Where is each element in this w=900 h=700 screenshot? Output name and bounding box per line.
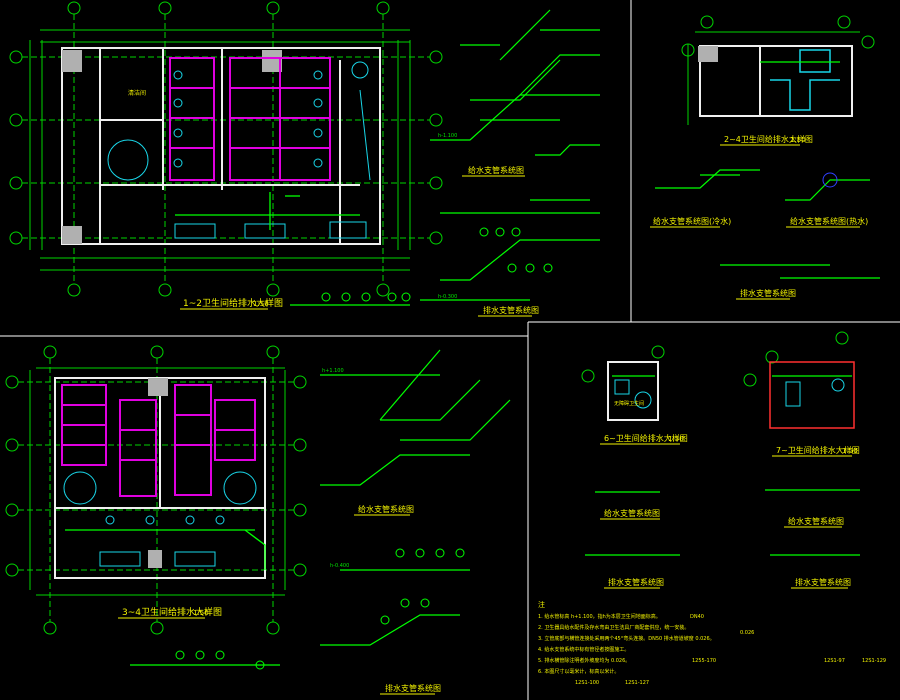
plan-2-supply-title: 给水支管系统图(冷水): [653, 216, 731, 226]
plan-1-title: 1~2卫生间给排水大样图: [183, 297, 283, 309]
plan-2-hot-title: 给水支管系统图(热水): [790, 216, 868, 226]
plan-1-fixtures: [107, 61, 371, 239]
note-line: 2. 卫生器具给水配件及存水弯由卫生洁具厂商配套供应，统一安装。: [538, 624, 689, 631]
plan-1-drain-title: 排水支管系统图: [483, 305, 539, 315]
plan-1-drain-fixture-circles: [321, 227, 553, 302]
elevation-tag: h-0.400: [330, 563, 349, 569]
elevation-tag: h+1.100: [322, 368, 344, 374]
plan-6-supply-title: 给水支管系统图: [604, 508, 660, 518]
plan-2-drain-title: 排水支管系统图: [740, 288, 796, 298]
plan-2-hot-water-marker: [822, 172, 838, 188]
plan-3-title: 3~4卫生间给排水大样图: [122, 606, 222, 618]
plan-1-grid-bubbles: [9, 1, 443, 297]
plan-7-drain-title: 排水支管系统图: [795, 577, 851, 587]
note-ref: 12S1-100: [575, 680, 599, 686]
plan-7-title: 7~卫生间给排水大样图: [776, 445, 860, 455]
plan-2-fixtures: [770, 49, 840, 111]
plan-7-grid-bubble: [743, 373, 757, 387]
plan-7-grid-bubble: [835, 331, 849, 345]
plan-3-stall-partitions: [61, 384, 256, 497]
plan-3-drain-fixture-circles: [175, 548, 465, 670]
note-line: 3. 立管底部与横管连接处采用两个45°弯头连接。DN50 排水管道坡度 0.0…: [538, 635, 715, 642]
plan-7-supply-title: 给水支管系统图: [788, 516, 844, 526]
note-ref: DN40: [690, 614, 704, 620]
note-line: 5. 排水横管除注明者外坡度均为 0.026。: [538, 657, 630, 664]
plan-2-grid-bubbles: [681, 15, 875, 125]
plan-3-fixtures: [63, 471, 257, 567]
plan-7-isometrics: [765, 489, 860, 556]
note-ref: 12S1-97: [824, 658, 845, 664]
plan-3-floor-plan: 3~4卫生间给排水大样图 1:50: [5, 345, 307, 635]
plan-3-pipes: [65, 529, 266, 570]
note-line: 4. 给水支管系统中标有管径者按图施工。: [538, 646, 629, 653]
note-ref: 1255-170: [692, 658, 716, 664]
plan-3-supply-isometric: [320, 349, 511, 486]
plan-3-columns: [148, 378, 168, 568]
plan-6-grid-bubble: [581, 369, 595, 383]
plan-1-dimension-lines: [29, 29, 411, 271]
elevation-tag: h-1.100: [438, 133, 457, 139]
note-ref: 12S1-127: [625, 680, 649, 686]
plan-7-grid-bubble: [765, 350, 779, 364]
plan-6-drain-title: 排水支管系统图: [608, 577, 664, 587]
plan-1-floor-plan: 清洁间 1~2卫生间给排水大样图 1:50: [9, 1, 443, 310]
plan-7-scale: 1:50: [842, 447, 858, 455]
plan-1-pipes: [175, 192, 360, 230]
plan-1-supply-isometric: [430, 9, 600, 156]
plan-7-fixtures: [785, 378, 845, 407]
plan-2-title: 2~4卫生间给排水大样图: [724, 134, 813, 144]
plan-3-supply-title: 给水支管系统图: [358, 504, 414, 514]
plan-6-floor-plan: 无障碍卫生间 6~卫生间给排水大样图 1:50: [581, 345, 688, 445]
plan-3-scale: 1:50: [193, 609, 209, 617]
plan-6-walls: [607, 361, 659, 421]
plan-6-isometrics: [585, 491, 680, 556]
plan-6-room-label: 无障碍卫生间: [614, 400, 644, 407]
plan-6-scale: 1:50: [668, 435, 684, 443]
plan-1-walls: [61, 47, 381, 245]
plan-2-walls: [699, 45, 853, 117]
note-line: 1. 给水管标高 h+1.100，指h为本层卫生间地面标高。: [538, 613, 661, 620]
note-line: 6. 本图尺寸以毫米计，标高以米计。: [538, 668, 619, 675]
plan-6-grid-bubble: [651, 345, 665, 359]
plan-3-drain-isometric: [130, 569, 470, 666]
plan-1-columns: [62, 50, 282, 244]
plan-3-drain-title: 排水支管系统图: [385, 683, 441, 693]
plan-2-scale: 1:50: [790, 136, 806, 144]
plan-1-drain-isometric: [290, 199, 600, 306]
note-ref: 12S1-129: [862, 658, 886, 664]
plan-2-supply-isometric: [655, 169, 880, 279]
plan-1-stall-partitions: [169, 57, 331, 181]
elevation-tag: h-0.300: [438, 294, 457, 300]
plan-7-walls: [769, 361, 855, 429]
plan-1-room-label: 清洁间: [128, 89, 146, 97]
plan-6-title: 6~卫生间给排水大样图: [604, 433, 688, 443]
note-ref: 0.026: [740, 630, 754, 636]
plan-1-scale: 1:50: [253, 300, 269, 308]
notes-heading: 注: [538, 600, 545, 609]
plan-2-column: [698, 46, 718, 62]
plan-3-walls: [54, 377, 266, 579]
general-notes: 注 1. 给水管标高 h+1.100，指h为本层卫生间地面标高。 2. 卫生器具…: [538, 600, 886, 686]
plan-2-floor-plan: 2~4卫生间给排水大样图 1:50: [681, 15, 875, 146]
plan-7-floor-plan: 7~卫生间给排水大样图 1:50: [743, 331, 860, 457]
plan-6-fixtures: [614, 379, 652, 409]
plan-1-supply-title: 给水支管系统图: [468, 165, 524, 175]
